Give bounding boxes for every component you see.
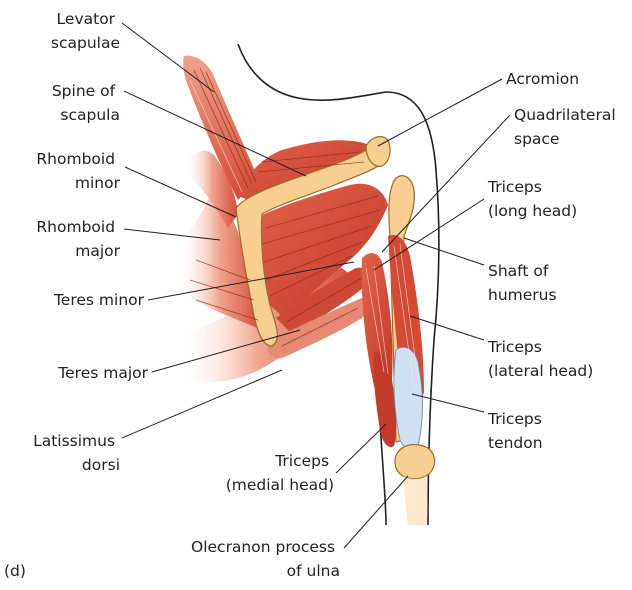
label-rhomboid-major: Rhomboid major — [36, 218, 120, 260]
label-teres-major: Teres major — [57, 364, 148, 382]
leader-triceps-medial-head — [336, 424, 386, 473]
ulna-shaft-faded — [404, 476, 428, 525]
leader-acromion — [378, 79, 502, 146]
label-shaft-of-humerus: Shaft of humerus — [488, 262, 557, 304]
leader-levator-scapulae — [122, 23, 214, 92]
leader-olecranon-process — [344, 476, 408, 548]
panel-label: (d) — [4, 562, 26, 580]
label-triceps-tendon: Triceps tendon — [487, 410, 547, 452]
label-acromion: Acromion — [506, 70, 579, 88]
label-levator-scapulae: Levator scapulae — [51, 10, 120, 52]
label-latissimus-dorsi: Latissimus dorsi — [33, 432, 120, 474]
label-rhomboid-minor: Rhomboid minor — [36, 150, 120, 192]
leader-shaft-of-humerus — [404, 238, 484, 265]
label-olecranon-process: Olecranon process of ulna — [191, 538, 340, 580]
label-triceps-lateral-head: Triceps (lateral head) — [487, 338, 593, 380]
olecranon-bone — [395, 445, 435, 479]
label-triceps-medial-head: Triceps (medial head) — [226, 452, 334, 494]
label-quadrilateral-space: Quadrilateral space — [514, 106, 621, 148]
label-teres-minor: Teres minor — [53, 291, 145, 309]
label-triceps-long-head: Triceps (long head) — [487, 178, 577, 220]
label-spine-of-scapula: Spine of scapula — [52, 82, 120, 124]
